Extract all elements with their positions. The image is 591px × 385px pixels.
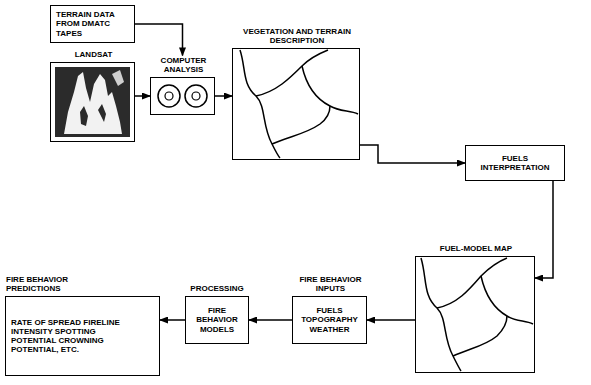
boundary-line bbox=[256, 50, 328, 96]
image-dark-patch bbox=[80, 104, 106, 126]
boundary-line bbox=[453, 316, 507, 356]
node-text: FIRE BEHAVIOR MODELS bbox=[190, 306, 244, 334]
node-text: RATE OF SPREAD FIRELINE INTENSITY SPOTTI… bbox=[11, 318, 129, 355]
node-heading: COMPUTER ANALYSIS bbox=[149, 57, 219, 75]
picture-box: VEGETATION AND TERRAIN DESCRIPTION bbox=[232, 48, 360, 160]
image-bright-area bbox=[64, 72, 122, 134]
flow-arrow bbox=[215, 95, 232, 97]
process-box: TERRAIN DATA FROM DMATC TAPES bbox=[50, 5, 135, 43]
node-heading: FUEL-MODEL MAP bbox=[416, 245, 536, 254]
flow-arrow bbox=[160, 319, 185, 321]
process-box: FIRE BEHAVIOR PREDICTIONSRATE OF SPREAD … bbox=[5, 296, 160, 376]
process-box: PROCESSINGFIRE BEHAVIOR MODELS bbox=[185, 296, 249, 344]
map-lines bbox=[232, 48, 360, 160]
computer-reels bbox=[150, 77, 215, 115]
picture-box: FUEL-MODEL MAP bbox=[415, 256, 535, 373]
map-lines bbox=[415, 256, 535, 373]
flow-arrow bbox=[135, 95, 150, 97]
node-text: FUELS INTERPRETATION bbox=[470, 154, 560, 172]
flow-arrow bbox=[535, 181, 553, 278]
satellite-image bbox=[50, 62, 135, 142]
image-ground bbox=[55, 67, 130, 137]
node-heading: FIRE BEHAVIOR PREDICTIONS bbox=[6, 276, 96, 294]
boundary-line bbox=[421, 258, 461, 371]
tape-reel bbox=[185, 85, 207, 107]
process-box: FIRE BEHAVIOR INPUTSFUELS TOPOGRAPHY WEA… bbox=[292, 296, 367, 344]
picture-box: COMPUTER ANALYSIS bbox=[150, 77, 215, 115]
picture-box: LANDSAT bbox=[50, 62, 135, 142]
tape-hub bbox=[192, 92, 200, 100]
boundary-line bbox=[240, 50, 280, 158]
process-box: FUELS INTERPRETATION bbox=[465, 145, 565, 181]
node-heading: PROCESSING bbox=[181, 285, 253, 294]
node-text: TERRAIN DATA FROM DMATC TAPES bbox=[56, 10, 115, 38]
flow-arrow bbox=[360, 145, 465, 163]
flow-arrow bbox=[367, 319, 415, 321]
tape-hub bbox=[165, 92, 173, 100]
image-bright-area bbox=[112, 70, 124, 86]
boundary-line bbox=[437, 258, 507, 308]
node-heading: FIRE BEHAVIOR INPUTS bbox=[291, 276, 371, 294]
flow-arrow bbox=[249, 319, 292, 321]
node-heading: LANDSAT bbox=[54, 51, 134, 60]
boundary-line bbox=[272, 106, 330, 144]
flow-arrow bbox=[135, 24, 183, 55]
node-heading: VEGETATION AND TERRAIN DESCRIPTION bbox=[241, 28, 353, 46]
tape-reel bbox=[158, 85, 180, 107]
node-text: FUELS TOPOGRAPHY WEATHER bbox=[298, 306, 362, 334]
